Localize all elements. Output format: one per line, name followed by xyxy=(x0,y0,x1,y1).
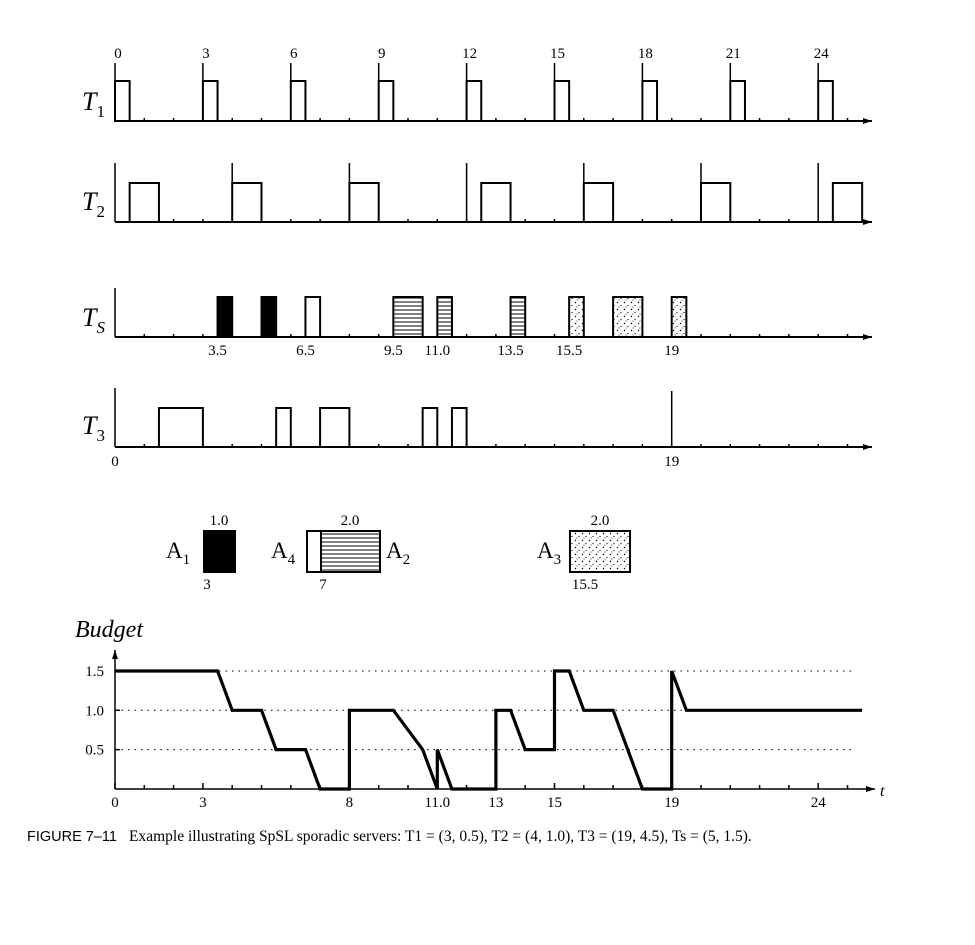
t1-tick-label: 3 xyxy=(202,46,210,62)
legend-a1-box xyxy=(203,530,236,573)
budget-x-tick-label: 3 xyxy=(199,795,207,811)
budget-x-tick-label: 15 xyxy=(547,795,562,811)
ts-tick-label: 15.5 xyxy=(556,343,582,359)
t3-job xyxy=(421,407,439,448)
ts-job xyxy=(509,296,527,338)
budget-x-tick-label: 19 xyxy=(664,795,679,811)
t3-job xyxy=(157,407,204,448)
timeline-ts: TS 3.5 6.5 9.5 11.0 13.5 15.5 19 xyxy=(82,288,872,359)
t2-marks xyxy=(114,163,872,225)
budget-marks: 1.5 1.0 0.5 0 3 8 11.0 13 15 19 24 xyxy=(85,650,875,811)
legend-a2-top: 2.0 xyxy=(341,513,360,529)
legend-a3-bottom: 15.5 xyxy=(572,577,598,593)
ts-job xyxy=(260,296,278,338)
t1-tick-label: 6 xyxy=(290,46,298,62)
budget-x-tick-label: 24 xyxy=(811,795,827,811)
ts-tick-label: 6.5 xyxy=(296,343,315,359)
ts-marks: 3.5 6.5 9.5 11.0 13.5 15.5 19 xyxy=(114,288,872,359)
t1-job xyxy=(641,80,659,122)
budget-xlabel: t xyxy=(880,783,885,800)
legend-a4-label: A4 xyxy=(271,538,296,568)
t1-job xyxy=(817,80,834,122)
budget-x-tick-label: 8 xyxy=(346,795,354,811)
t1-job xyxy=(201,80,219,122)
t1-tick-label: 18 xyxy=(638,46,653,62)
t2-job xyxy=(348,182,380,223)
t3-tick-label: 0 xyxy=(111,454,119,470)
t1-label: T1 xyxy=(82,87,105,121)
budget-title: Budget xyxy=(75,617,144,643)
budget-x-tick-label: 0 xyxy=(111,795,119,811)
t1-tick-label: 21 xyxy=(726,46,741,62)
figure-caption: FIGURE 7–11 Example illustrating SpSL spo… xyxy=(27,826,932,848)
budget-chart: Budget t 1.5 1.0 0.5 0 3 8 11.0 13 15 19 24 xyxy=(75,617,885,811)
budget-y-tick-label: 1.0 xyxy=(85,703,104,719)
t3-job xyxy=(450,407,468,448)
ts-tick-label: 3.5 xyxy=(208,343,227,359)
t3-job xyxy=(319,407,351,448)
legend: A1 1.0 3 A4 2.0 7 A2 A3 2.0 15.5 xyxy=(166,513,631,593)
t2-job xyxy=(831,182,864,223)
timeline-t2: T2 xyxy=(82,163,872,225)
ts-job xyxy=(568,296,585,338)
t2-job xyxy=(582,182,615,223)
ts-tick-label: 9.5 xyxy=(384,343,403,359)
ts-job xyxy=(392,296,424,338)
legend-a2-box xyxy=(320,530,381,573)
legend-a3-box xyxy=(569,530,631,573)
ts-tick-label: 19 xyxy=(664,343,679,359)
t3-label: T3 xyxy=(82,411,105,445)
t2-label: T2 xyxy=(82,187,105,221)
ts-job xyxy=(304,296,322,338)
budget-line xyxy=(115,669,863,791)
t1-marks: 0 3 6 9 12 15 18 21 24 xyxy=(114,46,872,124)
budget-x-tick-label: 13 xyxy=(488,795,503,811)
t1-job xyxy=(729,80,746,122)
legend-a1-top: 1.0 xyxy=(210,513,229,529)
ts-job xyxy=(612,296,644,338)
t1-tick-label: 9 xyxy=(378,46,386,62)
legend-a1-label: A1 xyxy=(166,538,190,568)
t3-tick-label: 19 xyxy=(664,454,679,470)
t1-job xyxy=(553,80,571,122)
legend-a4-box xyxy=(306,530,322,573)
ts-tick-label: 11.0 xyxy=(424,343,450,359)
caption-label: FIGURE 7–11 xyxy=(27,829,117,845)
ts-job xyxy=(670,296,688,338)
budget-x-tick-label: 11.0 xyxy=(424,795,450,811)
ts-label: TS xyxy=(82,303,105,337)
budget-y-tick-label: 0.5 xyxy=(85,743,104,759)
ts-tick-label: 13.5 xyxy=(497,343,523,359)
t1-job xyxy=(114,80,131,122)
legend-a3-top: 2.0 xyxy=(591,513,610,529)
t2-job xyxy=(480,182,512,223)
t2-job xyxy=(231,182,263,223)
timeline-t1: T1 0 3 6 9 12 15 18 21 24 xyxy=(82,46,872,124)
t1-tick-label: 0 xyxy=(114,46,122,62)
legend-a3-label: A3 xyxy=(537,538,561,568)
budget-y-tick-label: 1.5 xyxy=(85,664,104,680)
t3-marks: 0 19 xyxy=(111,388,872,470)
t1-tick-label: 24 xyxy=(814,46,830,62)
timeline-t3: T3 0 19 xyxy=(82,388,872,470)
caption-text: Example illustrating SpSL sporadic serve… xyxy=(129,828,752,845)
t2-job xyxy=(128,182,160,223)
ts-job xyxy=(216,296,234,338)
t3-job xyxy=(275,407,292,448)
t2-job xyxy=(700,182,732,223)
t1-job xyxy=(377,80,395,122)
ts-job xyxy=(436,296,453,338)
t1-job xyxy=(465,80,483,122)
t1-tick-label: 15 xyxy=(550,46,565,62)
t1-tick-label: 12 xyxy=(462,46,477,62)
legend-a4-a2: A4 2.0 7 A2 xyxy=(271,513,410,593)
t1-job xyxy=(289,80,307,122)
legend-a1-bottom: 3 xyxy=(203,577,211,593)
legend-a2-label: A2 xyxy=(386,538,410,568)
legend-a3: A3 2.0 15.5 xyxy=(537,513,631,593)
legend-a2-bottom: 7 xyxy=(319,577,327,593)
legend-a1: A1 1.0 3 xyxy=(166,513,236,593)
